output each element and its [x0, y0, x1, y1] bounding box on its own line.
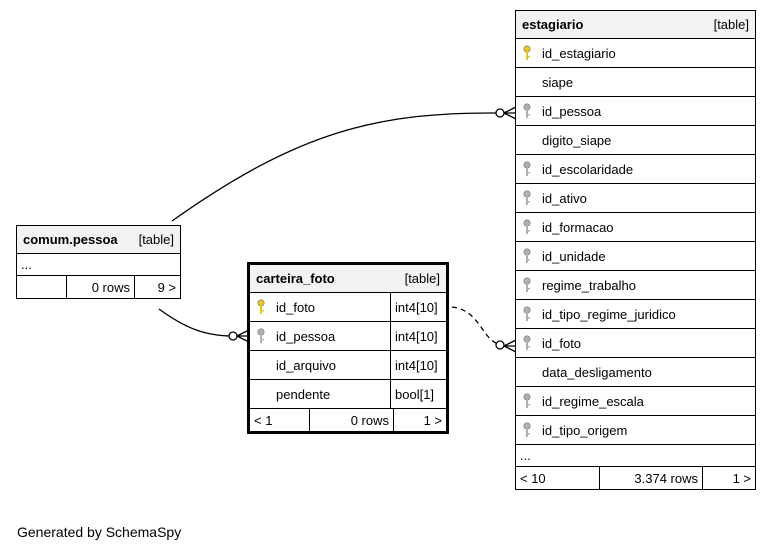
- table-row: id_escolaridade: [516, 155, 755, 184]
- foreign-key-icon: [516, 329, 538, 357]
- footer-rows: 0 rows: [310, 409, 394, 431]
- table-row: id_pessoa int4[10]: [250, 322, 446, 351]
- edge-crowfoot: [503, 106, 517, 120]
- column-name: id_arquivo: [276, 357, 336, 373]
- table-row: digito_siape: [516, 126, 755, 155]
- column-type: bool[1]: [390, 380, 446, 408]
- column-name: id_tipo_origem: [542, 422, 628, 438]
- edge-pessoa-estagiario: [171, 112, 501, 222]
- table-header: comum.pessoa [table]: [17, 226, 180, 254]
- column-type: int4[10]: [390, 351, 446, 379]
- table-row: id_pessoa: [516, 97, 755, 126]
- edge-end-circle: [228, 331, 238, 341]
- footer-right: 1 >: [732, 470, 751, 486]
- column-name: id_regime_escala: [542, 393, 644, 409]
- foreign-key-icon: [516, 300, 538, 328]
- table-header: estagiario [table]: [516, 11, 755, 39]
- table-row: id_unidade: [516, 242, 755, 271]
- footer-left: < 1: [250, 409, 310, 431]
- edge-pessoa-carteira: [158, 308, 234, 337]
- table-row: id_formacao: [516, 213, 755, 242]
- table-name: carteira_foto: [256, 271, 335, 286]
- table-name: estagiario: [522, 17, 584, 32]
- table-name: comum.pessoa: [23, 232, 118, 247]
- edge-carteira-estagiario: [451, 306, 500, 345]
- column-type: int4[10]: [390, 322, 446, 350]
- foreign-key-icon: [516, 242, 538, 270]
- column-name: id_escolaridade: [542, 161, 634, 177]
- foreign-key-icon: [516, 387, 538, 415]
- table-row: id_estagiario: [516, 39, 755, 68]
- table-ellipsis: ...: [516, 445, 755, 467]
- table-ellipsis: ...: [17, 254, 180, 276]
- table-footer: < 10 3.374 rows 1 >: [516, 467, 755, 489]
- blank-icon: [516, 358, 538, 386]
- table-row: pendente bool[1]: [250, 380, 446, 409]
- column-name: regime_trabalho: [542, 277, 636, 293]
- primary-key-icon: [250, 293, 272, 321]
- column-name: id_unidade: [542, 248, 606, 264]
- column-name: id_ativo: [542, 190, 587, 206]
- footer-rows: 3.374 rows: [600, 467, 703, 489]
- blank-icon: [516, 68, 538, 96]
- footer-left: < 10: [516, 467, 600, 489]
- footer-right: 1 >: [423, 412, 442, 428]
- column-name: id_formacao: [542, 219, 614, 235]
- footer-left: [17, 276, 67, 298]
- table-row: siape: [516, 68, 755, 97]
- column-name: id_estagiario: [542, 45, 616, 61]
- footer-right: 9 >: [157, 279, 176, 295]
- foreign-key-icon: [516, 155, 538, 183]
- table-row: id_tipo_origem: [516, 416, 755, 445]
- table-footer: 0 rows 9 >: [17, 276, 180, 298]
- column-name: pendente: [276, 386, 331, 402]
- caption: Generated by SchemaSpy: [17, 524, 182, 540]
- edge-crowfoot: [503, 339, 517, 353]
- primary-key-icon: [516, 39, 538, 67]
- blank-icon: [250, 380, 272, 408]
- table-row: id_foto int4[10]: [250, 293, 446, 322]
- foreign-key-icon: [516, 271, 538, 299]
- column-name: id_pessoa: [542, 103, 602, 119]
- column-name: id_pessoa: [276, 328, 336, 344]
- column-name: id_tipo_regime_juridico: [542, 306, 676, 322]
- table-row: id_foto: [516, 329, 755, 358]
- column-name: id_foto: [542, 335, 582, 351]
- column-name: id_foto: [276, 299, 316, 315]
- blank-icon: [250, 351, 272, 379]
- footer-rows: 0 rows: [67, 276, 135, 298]
- table-row: id_arquivo int4[10]: [250, 351, 446, 380]
- foreign-key-icon: [516, 97, 538, 125]
- column-name: data_desligamento: [542, 364, 652, 380]
- table-row: id_tipo_regime_juridico: [516, 300, 755, 329]
- table-footer: < 1 0 rows 1 >: [250, 409, 446, 431]
- foreign-key-icon: [250, 322, 272, 350]
- table-header: carteira_foto [table]: [250, 265, 446, 293]
- foreign-key-icon: [516, 184, 538, 212]
- table-kind: [table]: [138, 232, 174, 247]
- edge-end-circle: [495, 108, 505, 118]
- table-kind: [table]: [404, 271, 440, 286]
- table-kind: [table]: [713, 17, 749, 32]
- column-type: int4[10]: [390, 293, 446, 321]
- table-row: data_desligamento: [516, 358, 755, 387]
- foreign-key-icon: [516, 416, 538, 444]
- column-name: digito_siape: [542, 132, 612, 148]
- column-name: siape: [542, 74, 574, 90]
- table-row: id_ativo: [516, 184, 755, 213]
- table-row: regime_trabalho: [516, 271, 755, 300]
- blank-icon: [516, 126, 538, 154]
- foreign-key-icon: [516, 213, 538, 241]
- table-row: id_regime_escala: [516, 387, 755, 416]
- table-comum-pessoa[interactable]: comum.pessoa [table] ... 0 rows 9 >: [16, 225, 181, 299]
- edge-end-circle: [495, 340, 505, 350]
